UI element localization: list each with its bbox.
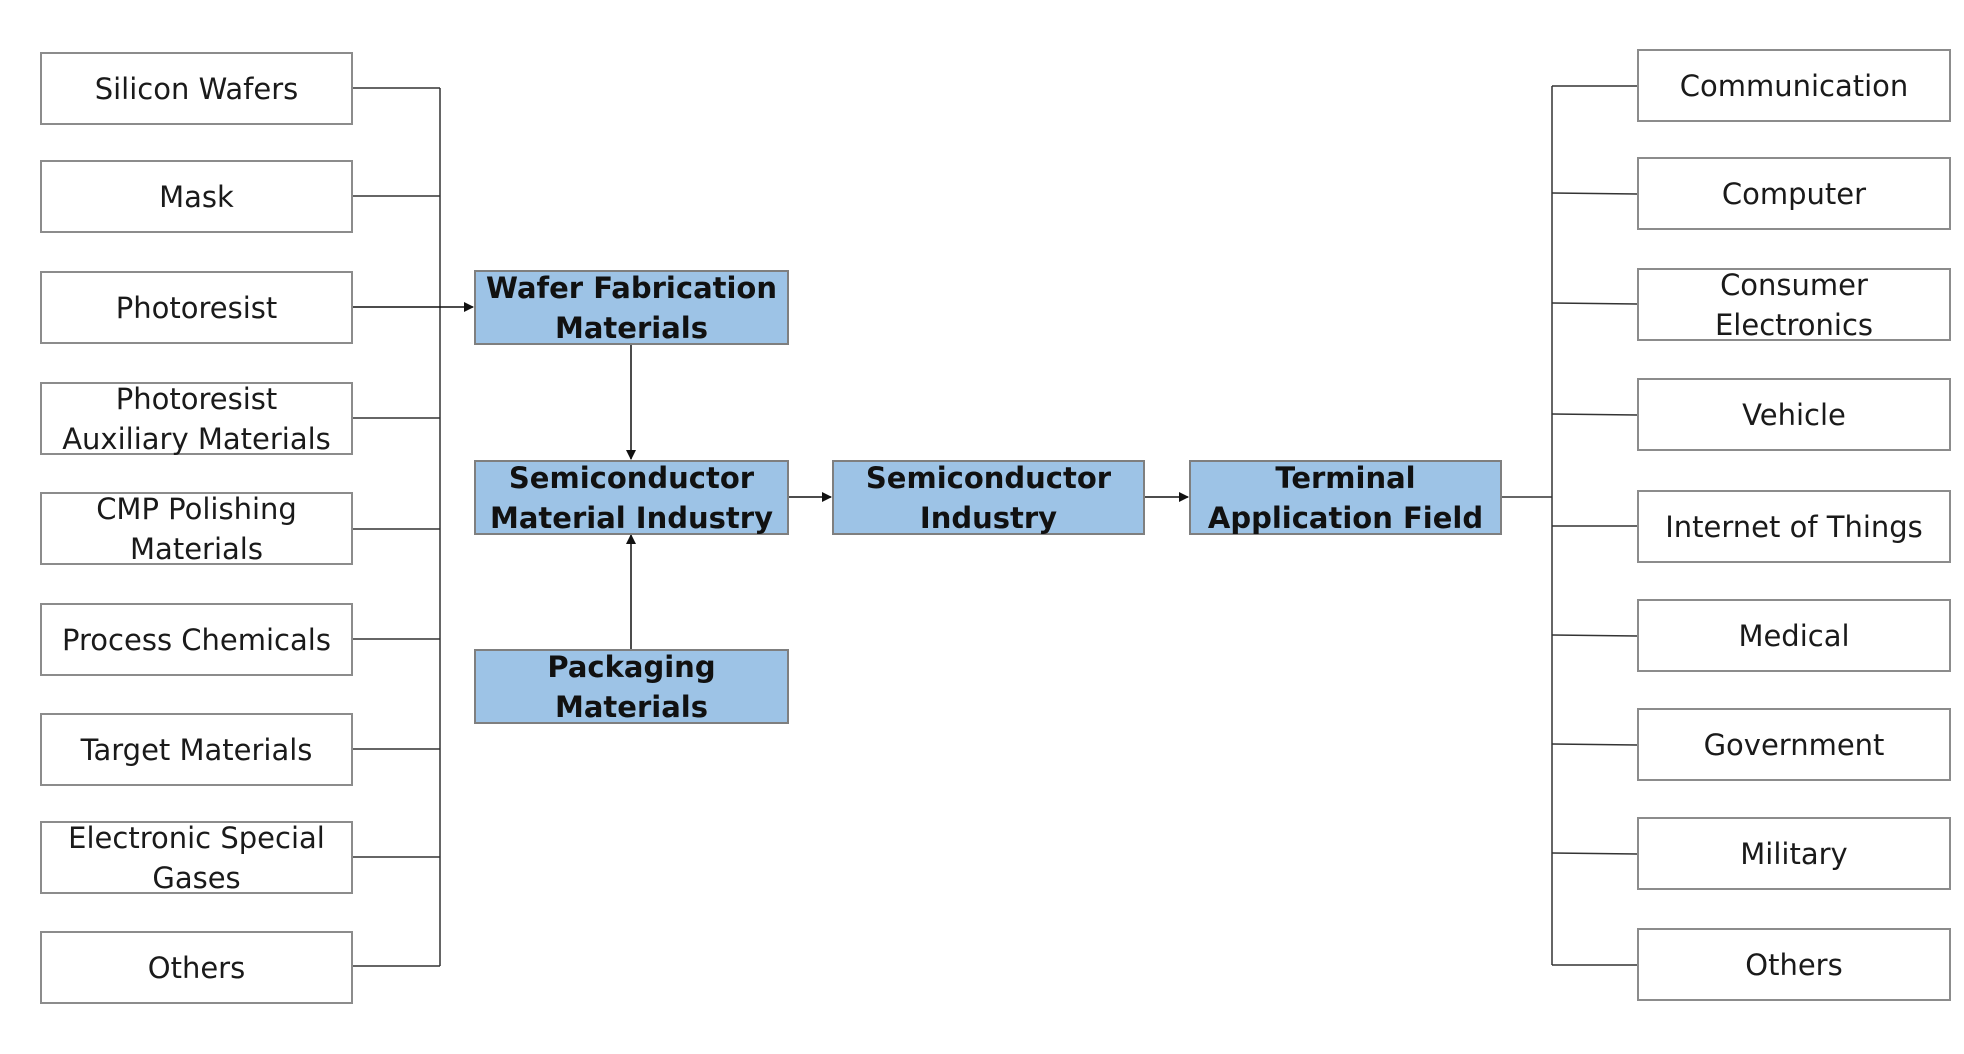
left-item-process-chemicals: Process Chemicals [40, 603, 353, 676]
right-tick-consumer-electronics [1551, 302, 1638, 305]
right-item-communication: Communication [1637, 49, 1951, 122]
semiconductor-material-industry-box: Semiconductor Material Industry [474, 460, 789, 535]
right-item-computer: Computer [1637, 157, 1951, 230]
left-item-others: Others [40, 931, 353, 1004]
terminal-application-field-box: Terminal Application Field [1189, 460, 1502, 535]
right-tick-government [1551, 743, 1638, 746]
right-tick-military [1551, 852, 1638, 855]
wafer-fabrication-materials-box: Wafer Fabrication Materials [474, 270, 789, 345]
right-item-government: Government [1637, 708, 1951, 781]
right-tick-vehicle [1551, 413, 1638, 416]
packaging-materials-box: Packaging Materials [474, 649, 789, 724]
left-item-silicon-wafers: Silicon Wafers [40, 52, 353, 125]
left-item-electronic-special-gases: Electronic Special Gases [40, 821, 353, 895]
semiconductor-industry-box: Semiconductor Industry [832, 460, 1145, 535]
right-item-others: Others [1637, 928, 1951, 1001]
left-item-cmp-polishing-materials: CMP Polishing Materials [40, 492, 353, 566]
right-item-internet-of-things: Internet of Things [1637, 490, 1951, 563]
left-item-target-materials: Target Materials [40, 713, 353, 786]
right-item-consumer-electronics: Consumer Electronics [1637, 268, 1951, 342]
right-tick-medical [1551, 634, 1638, 637]
right-item-vehicle: Vehicle [1637, 378, 1951, 451]
left-item-mask: Mask [40, 160, 353, 233]
left-item-photoresist: Photoresist [40, 271, 353, 344]
right-item-military: Military [1637, 817, 1951, 890]
right-tick-computer [1551, 192, 1638, 195]
left-item-photoresist-auxiliary-materials: Photoresist Auxiliary Materials [40, 382, 353, 456]
right-item-medical: Medical [1637, 599, 1951, 672]
